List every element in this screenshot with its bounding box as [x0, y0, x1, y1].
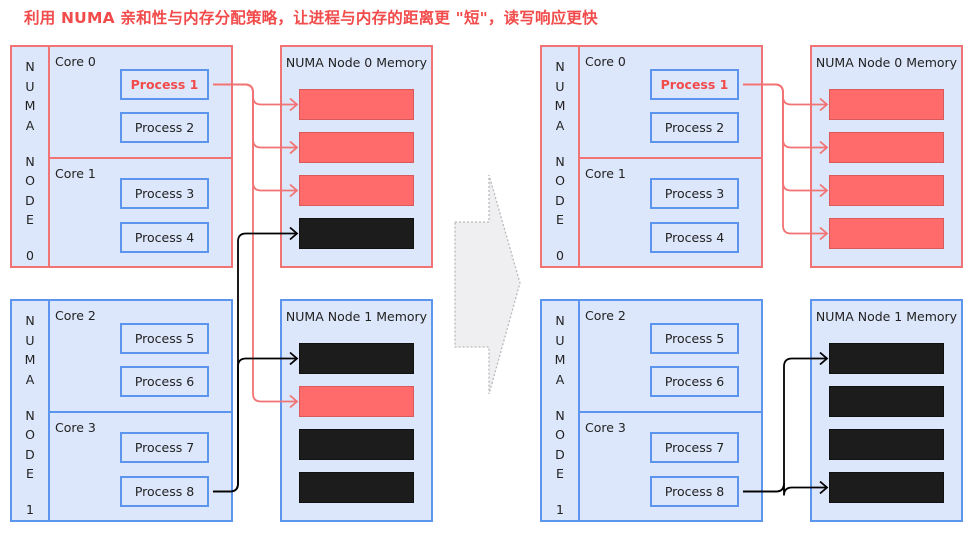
numa-label-letter: 1	[556, 502, 564, 518]
numa-label-letter: M	[554, 352, 566, 368]
memory-label: NUMA Node 1 Memory	[285, 309, 428, 324]
process-box[interactable]: Process 3	[120, 178, 209, 209]
numa-label-letter: U	[25, 332, 35, 348]
diagram-title: 利用 NUMA 亲和性与内存分配策略，让进程与内存的距离更 "短"，读写响应更快	[24, 9, 598, 27]
memory-block-allocated-local	[299, 132, 414, 163]
core-label: Core 0	[55, 54, 96, 69]
numa-label-letter: A	[555, 371, 565, 387]
process-box[interactable]: Process 2	[120, 112, 209, 143]
numa-label-letter: D	[555, 446, 565, 462]
memory-block-allocated-local	[299, 386, 414, 417]
memory-block	[829, 472, 944, 503]
memory-block-allocated-local	[829, 175, 944, 206]
process-box[interactable]: Process 3	[650, 178, 739, 209]
numa-label-letter: N	[25, 153, 35, 169]
numa-label-letter: D	[555, 192, 565, 208]
process-box[interactable]: Process 6	[120, 366, 209, 397]
process-box[interactable]: Process 7	[650, 432, 739, 463]
numa-label-letter: E	[556, 466, 564, 482]
process-box[interactable]: Process 2	[650, 112, 739, 143]
core-label: Core 2	[55, 308, 96, 323]
memory-block	[299, 429, 414, 460]
memory-block-allocated-local	[829, 89, 944, 120]
memory-block	[829, 343, 944, 374]
numa-label-letter: O	[25, 173, 35, 189]
process-box[interactable]: Process 4	[650, 222, 739, 253]
numa-label-letter: N	[555, 313, 565, 328]
memory-label: NUMA Node 0 Memory	[815, 55, 958, 70]
numa-label-letter: E	[26, 212, 34, 228]
numa-label-letter: N	[25, 313, 35, 328]
process-box[interactable]: Process 4	[120, 222, 209, 253]
numa-label-letter: A	[25, 117, 35, 133]
process-box[interactable]: Process 5	[650, 323, 739, 354]
numa-label-letter: E	[26, 466, 34, 482]
numa-label-letter: M	[24, 98, 36, 114]
memory-block-allocated-local	[299, 89, 414, 120]
memory-block	[829, 386, 944, 417]
numa-label-letter: N	[555, 59, 565, 74]
core-label: Core 3	[585, 420, 626, 435]
memory-block	[299, 343, 414, 374]
process-box[interactable]: Process 1	[120, 69, 209, 100]
numa-label-letter: N	[555, 407, 565, 423]
process-box[interactable]: Process 7	[120, 432, 209, 463]
numa-label-letter: N	[25, 59, 35, 74]
core-label: Core 0	[585, 54, 626, 69]
numa-label-letter: O	[25, 427, 35, 443]
numa-label-letter: E	[556, 212, 564, 228]
numa-label-letter: D	[25, 192, 35, 208]
core-label: Core 2	[585, 308, 626, 323]
numa-label-letter: D	[25, 446, 35, 462]
memory-label: NUMA Node 0 Memory	[285, 55, 428, 70]
numa-label-letter: U	[555, 78, 565, 94]
process-box[interactable]: Process 6	[650, 366, 739, 397]
numa-label-letter: N	[25, 407, 35, 423]
numa-label-letter: 0	[26, 248, 34, 264]
process-box[interactable]: Process 5	[120, 323, 209, 354]
numa-label-letter: M	[24, 352, 36, 368]
numa-label-letter: 1	[26, 502, 34, 518]
memory-block-allocated-local	[829, 132, 944, 163]
numa-label-letter: M	[554, 98, 566, 114]
process-box[interactable]: Process 8	[120, 476, 209, 507]
core-label: Core 1	[585, 166, 626, 181]
numa-label-letter: A	[25, 371, 35, 387]
core-label: Core 1	[55, 166, 96, 181]
memory-block	[299, 218, 414, 249]
core-label: Core 3	[55, 420, 96, 435]
numa-label-letter: U	[25, 78, 35, 94]
process-box[interactable]: Process 8	[650, 476, 739, 507]
transition-arrow-icon	[454, 174, 521, 395]
process-box[interactable]: Process 1	[650, 69, 739, 100]
memory-block	[829, 429, 944, 460]
numa-label-letter: A	[555, 117, 565, 133]
memory-block	[299, 472, 414, 503]
numa-label-letter: O	[555, 427, 565, 443]
numa-label-letter: N	[555, 153, 565, 169]
memory-label: NUMA Node 1 Memory	[815, 309, 958, 324]
numa-label-letter: O	[555, 173, 565, 189]
memory-block-allocated-local	[299, 175, 414, 206]
numa-label-letter: 0	[556, 248, 564, 264]
numa-label-letter: U	[555, 332, 565, 348]
memory-block-allocated-local	[829, 218, 944, 249]
